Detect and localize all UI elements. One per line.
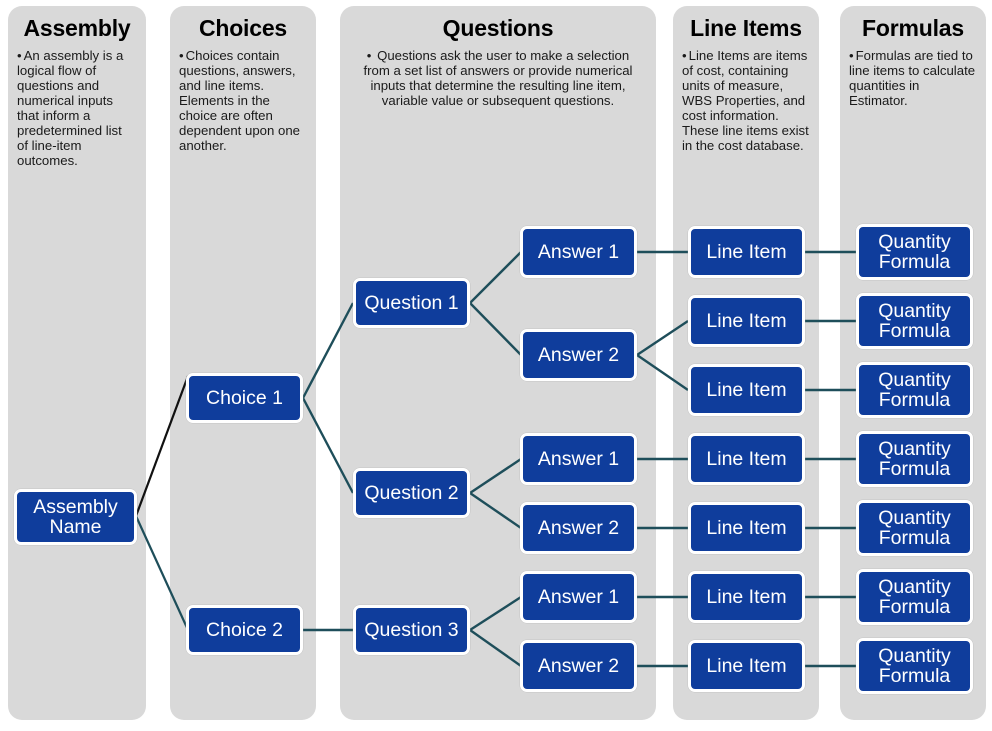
column-description-questions: • Questions ask the user to make a selec… [340, 42, 656, 108]
connector-question-2-to-answer-2-2 [469, 492, 522, 529]
node-line-item-2[interactable]: Line Item [688, 295, 805, 347]
connector-choice-1-to-question-1 [301, 302, 355, 399]
node-line-item-6[interactable]: Line Item [688, 571, 805, 623]
connector-question-2-to-answer-2-1 [469, 458, 522, 494]
node-line-item-4[interactable]: Line Item [688, 433, 805, 485]
column-description-text: Questions ask the user to make a selecti… [363, 48, 633, 109]
bullet-glyph: • [179, 48, 184, 63]
node-question-3[interactable]: Question 3 [353, 605, 470, 655]
bullet-glyph: • [366, 48, 372, 63]
column-description-line-items: •Line Items are items of cost, containin… [673, 42, 819, 153]
column-description-assembly: •An assembly is a logical flow of questi… [8, 42, 146, 168]
connector-question-1-to-answer-1-2 [469, 302, 522, 356]
node-line-item-1[interactable]: Line Item [688, 226, 805, 278]
node-choice-1[interactable]: Choice 1 [186, 373, 303, 423]
node-answer-1-2[interactable]: Answer 2 [520, 329, 637, 381]
node-line-item-3[interactable]: Line Item [688, 364, 805, 416]
connector-question-1-to-answer-1-1 [469, 251, 522, 304]
node-answer-3-1[interactable]: Answer 1 [520, 571, 637, 623]
node-answer-1-1[interactable]: Answer 1 [520, 226, 637, 278]
column-description-text: Line Items are items of cost, containing… [682, 48, 809, 154]
column-title-choices: Choices [198, 15, 288, 41]
column-title-assembly: Assembly [23, 15, 131, 41]
column-description-choices: •Choices contain questions, answers, and… [170, 42, 316, 153]
node-line-item-7[interactable]: Line Item [688, 640, 805, 692]
column-panel-choices: Choices •Choices contain questions, answ… [170, 6, 316, 720]
connector-question-3-to-answer-3-2 [469, 629, 522, 667]
connector-choice-1-to-question-2 [301, 397, 355, 494]
bullet-glyph: • [849, 48, 854, 63]
column-description-text: An assembly is a logical flow of questio… [17, 48, 124, 169]
column-description-text: Choices contain questions, answers, and … [179, 48, 301, 154]
column-title-questions: Questions [442, 15, 554, 41]
node-question-1[interactable]: Question 1 [353, 278, 470, 328]
bullet-glyph: • [682, 48, 687, 63]
bullet-glyph: • [17, 48, 22, 63]
node-answer-2-1[interactable]: Answer 1 [520, 433, 637, 485]
connector-assembly-to-choice-1 [134, 375, 190, 517]
node-answer-2-2[interactable]: Answer 2 [520, 502, 637, 554]
connector-question-3-to-answer-3-1 [469, 595, 522, 632]
node-question-2[interactable]: Question 2 [353, 468, 470, 518]
column-description-text: Formulas are tied to line items to calcu… [849, 48, 976, 109]
connector-assembly-to-choice-2 [134, 515, 190, 631]
column-panel-assembly: Assembly •An assembly is a logical flow … [8, 6, 146, 720]
column-description-formulas: •Formulas are tied to line items to calc… [840, 42, 986, 108]
column-title-formulas: Formulas [862, 15, 964, 41]
connector-answer-1-2-to-line-item-2 [636, 320, 689, 356]
node-choice-2[interactable]: Choice 2 [186, 605, 303, 655]
node-answer-3-2[interactable]: Answer 2 [520, 640, 637, 692]
node-line-item-5[interactable]: Line Item [688, 502, 805, 554]
column-title-line-items: Line Items [690, 15, 802, 41]
connector-answer-1-2-to-line-item-3 [636, 354, 689, 391]
